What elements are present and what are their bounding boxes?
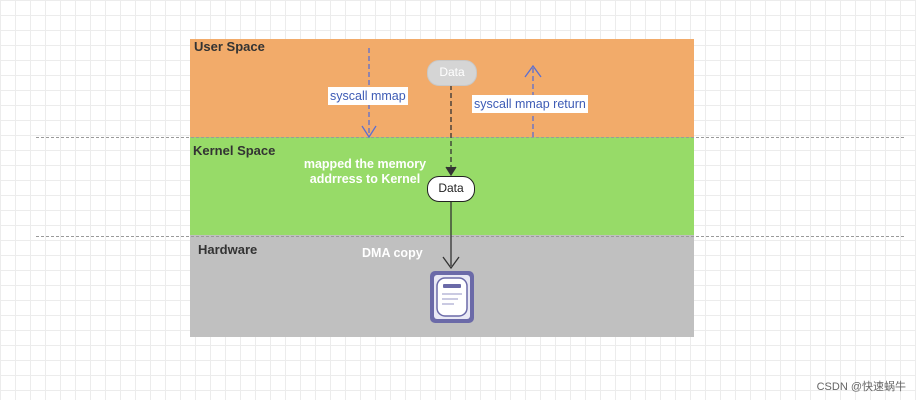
- map-arrow-head: [445, 166, 457, 177]
- syscall-label: syscall mmap: [328, 87, 408, 105]
- mapped-label-line2: addrress to Kernel: [309, 172, 421, 186]
- kernel-hardware-boundary: [36, 236, 904, 237]
- syscall-return-label: syscall mmap return: [472, 95, 588, 113]
- dma-arrow-head: [442, 256, 460, 270]
- syscall-arrow-head: [361, 125, 377, 139]
- hardware-title: Hardware: [198, 242, 258, 257]
- hard-disk-icon: [430, 271, 474, 323]
- mapped-label: mapped the memory addrress to Kernel: [290, 157, 440, 187]
- dma-label: DMA copy: [362, 246, 423, 260]
- user-space-title: User Space: [194, 39, 265, 54]
- kernel-data-node: Data: [427, 176, 475, 202]
- watermark: CSDN @快速蜗牛: [816, 381, 906, 393]
- user-data-node: Data: [427, 60, 477, 86]
- user-space-layer: [190, 39, 694, 137]
- syscall-return-arrow-head: [524, 64, 542, 78]
- kernel-space-title: Kernel Space: [193, 143, 276, 158]
- user-kernel-boundary: [36, 137, 904, 138]
- mapped-label-line1: mapped the memory: [303, 157, 427, 171]
